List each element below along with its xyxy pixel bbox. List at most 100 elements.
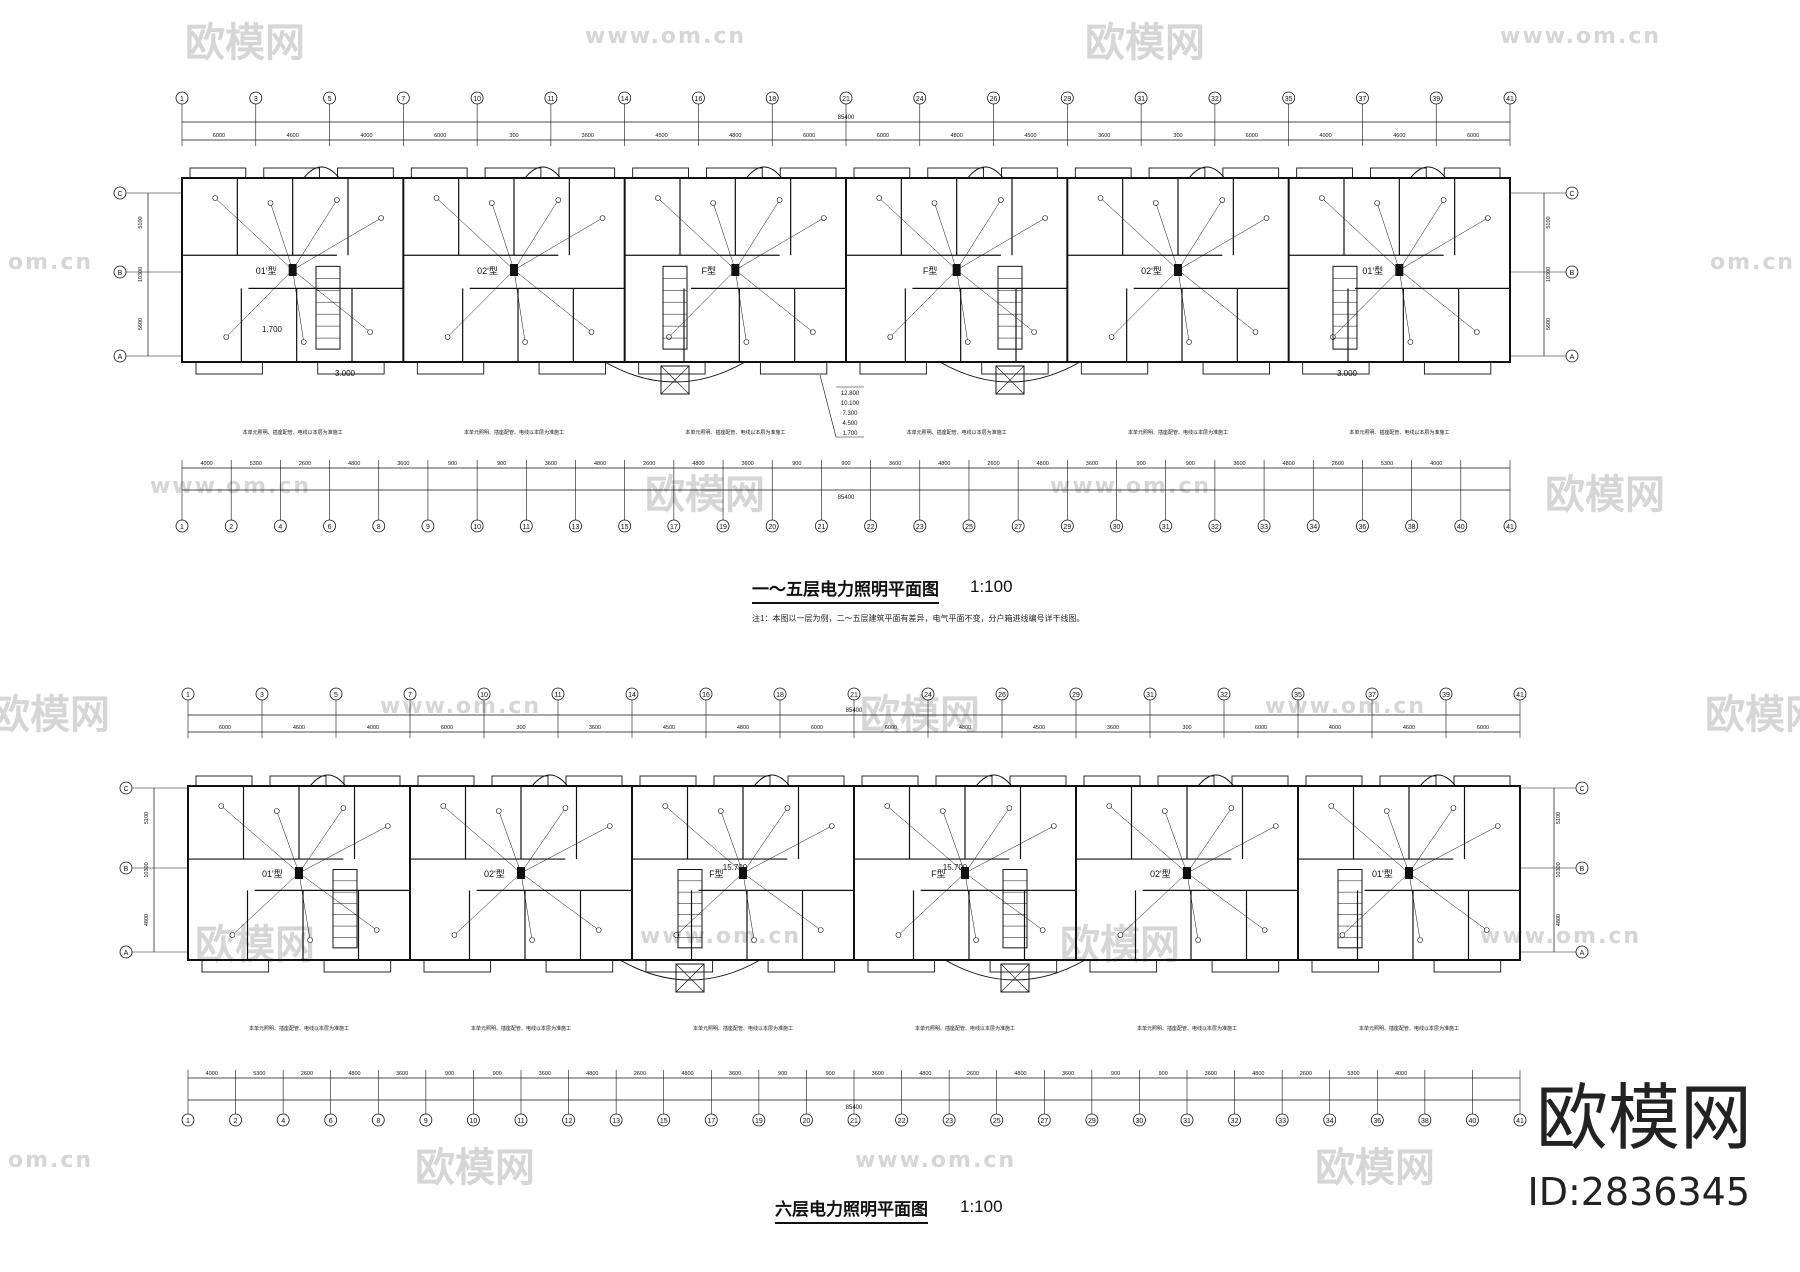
balcony: [867, 959, 936, 973]
dimension-value: 5600: [138, 318, 144, 330]
elevator-shaft: [660, 365, 690, 395]
dimension-value: 2600: [301, 1071, 313, 1077]
light-fixture: [1407, 339, 1414, 345]
bay-window: [1410, 166, 1447, 179]
axis-label: 19: [719, 524, 727, 531]
axis-bubble: [1405, 519, 1419, 533]
wiring-line: [513, 269, 592, 333]
wiring-line: [720, 810, 744, 874]
plan-title: 六层电力照明平面图: [775, 1195, 928, 1224]
axis-bubble: [913, 91, 927, 105]
light-fixture: [743, 339, 750, 345]
dimension-value: 4600: [287, 133, 299, 139]
axis-label: 26: [998, 692, 1006, 699]
light-fixture: [809, 329, 816, 335]
balcony: [416, 361, 485, 375]
dimension-value: 10300: [138, 267, 144, 282]
plan-note: 注1：本图以一层为例，二～五层建筑平面有差异，电气平面不变，分户箱进线编号详干线…: [752, 614, 1085, 623]
axis-label: C: [1569, 191, 1574, 198]
axis-bubble: [704, 1113, 718, 1127]
wiring-line: [964, 825, 1054, 874]
wiring-line: [498, 810, 522, 874]
axis-label: 27: [1014, 524, 1022, 531]
axis-bubble: [1429, 91, 1443, 105]
wiring-line: [890, 269, 957, 338]
axis-label: 14: [621, 96, 629, 103]
axis-bubble: [1180, 1113, 1194, 1127]
entrance-canopy: [619, 959, 761, 981]
axis-label: 2: [229, 524, 233, 531]
light-fixture: [1195, 937, 1201, 943]
light-fixture: [340, 805, 347, 811]
axis-bubble: [752, 1113, 766, 1127]
dimension-value: 2600: [1332, 461, 1344, 467]
wiring-line: [1186, 872, 1265, 931]
wiring-line: [443, 805, 522, 874]
axis-label: B: [1580, 866, 1585, 873]
axis-label: 35: [1294, 692, 1302, 699]
wiring-line: [276, 810, 300, 874]
light-fixture: [300, 339, 307, 345]
bay-window: [309, 774, 347, 787]
axis-label: 10: [470, 1118, 478, 1125]
dimension-value: 2600: [967, 1071, 979, 1077]
balcony: [705, 167, 763, 179]
balcony: [263, 167, 321, 179]
axis-label: 1: [180, 96, 184, 103]
axis-bubble: [1134, 91, 1148, 105]
dimension-value: 4600: [293, 725, 305, 731]
wiring-line: [1399, 269, 1411, 343]
entrance-canopy: [939, 361, 1081, 383]
level-mark: 15.700: [943, 863, 968, 872]
axis-bubble: [1513, 687, 1527, 701]
wiring-line: [232, 872, 300, 936]
dimension-value: 5300: [1381, 461, 1393, 467]
wiring-line: [712, 202, 736, 271]
balcony: [337, 167, 394, 179]
dimension-value: 4000: [367, 725, 379, 731]
wiring-line: [221, 805, 300, 874]
dimension-value: 4800: [144, 914, 150, 926]
distribution-box: [739, 867, 747, 879]
stair-core: [1337, 869, 1363, 949]
light-fixture: [1219, 197, 1226, 203]
axis-label: 29: [1063, 96, 1071, 103]
axis-label: 38: [1421, 1118, 1429, 1125]
axis-label: 37: [1359, 96, 1367, 103]
axis-label: 34: [1326, 1118, 1334, 1125]
axis-bubble: [847, 687, 861, 701]
axis-bubble: [229, 1113, 242, 1127]
axis-bubble: [1370, 1113, 1384, 1127]
wiring-line: [1408, 872, 1487, 931]
axis-bubble: [419, 1113, 433, 1127]
axis-bubble: [181, 1113, 195, 1127]
axis-label: 5: [334, 692, 338, 699]
axis-bubble: [962, 519, 976, 533]
axis-label: 9: [426, 524, 430, 531]
axis-bubble: [657, 1113, 671, 1127]
wiring-line: [292, 269, 304, 343]
axis-bubble: [1275, 1113, 1289, 1127]
axis-bubble: [1037, 1113, 1051, 1127]
axis-bubble: [544, 91, 558, 105]
balcony: [195, 361, 263, 375]
balcony: [632, 167, 689, 179]
corner-brand-logo: 欧模网: [1535, 1076, 1752, 1160]
unit-note: 本单元照明、插座配管、电线以本层为准施工: [1128, 429, 1228, 436]
dimension-total: 85400: [846, 1105, 863, 1111]
dimension-value: 4000: [1430, 461, 1442, 467]
dimension-value: 5100: [1546, 216, 1552, 228]
axis-label: 40: [1457, 524, 1465, 531]
wiring-line: [292, 269, 371, 333]
axis-label: A: [124, 950, 129, 957]
dimension-value: 3600: [729, 1071, 741, 1077]
dimension-value: 6000: [811, 725, 823, 731]
light-fixture: [784, 805, 791, 811]
dimension-value: 6000: [803, 133, 815, 139]
light-fixture: [710, 200, 717, 206]
balcony: [645, 959, 714, 973]
light-fixture: [1474, 329, 1480, 335]
dimension-value: 4000: [1329, 725, 1341, 731]
dimension-value: 4800: [586, 1071, 598, 1077]
dimension-value: 3600: [1205, 1071, 1217, 1077]
